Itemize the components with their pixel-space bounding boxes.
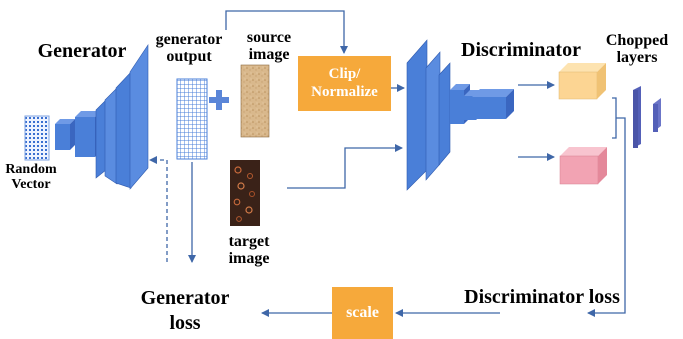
chopped-layers-label: Chopped layers xyxy=(605,32,669,66)
chopped-layers-blocks xyxy=(633,86,661,148)
discriminator-network xyxy=(406,39,514,191)
target-image-thumbnail xyxy=(230,160,260,226)
connector-lines xyxy=(149,10,626,317)
scale-box: scale xyxy=(332,287,393,339)
discriminator-label: Discriminator xyxy=(461,39,581,61)
random-vector-block xyxy=(24,115,50,161)
source-image-label: source image xyxy=(246,29,292,63)
clip-normalize-box: Clip/ Normalize xyxy=(298,56,391,111)
random-vector-label: Random Vector xyxy=(5,162,57,192)
bracket xyxy=(612,97,617,139)
plus-icon xyxy=(209,90,229,110)
generator-loss-label: Generator loss xyxy=(140,287,230,334)
generator-output-label: generator output xyxy=(155,31,223,65)
feature-cube-pink xyxy=(559,147,607,185)
target-image-label: target image xyxy=(228,233,270,267)
feature-cube-yellow xyxy=(558,63,606,100)
discriminator-loss-label: Discriminator loss xyxy=(464,286,620,308)
generator-label: Generator xyxy=(37,40,127,62)
generator-output-grid xyxy=(176,78,208,160)
generator-network xyxy=(55,44,149,190)
source-image-thumbnail xyxy=(240,64,270,138)
